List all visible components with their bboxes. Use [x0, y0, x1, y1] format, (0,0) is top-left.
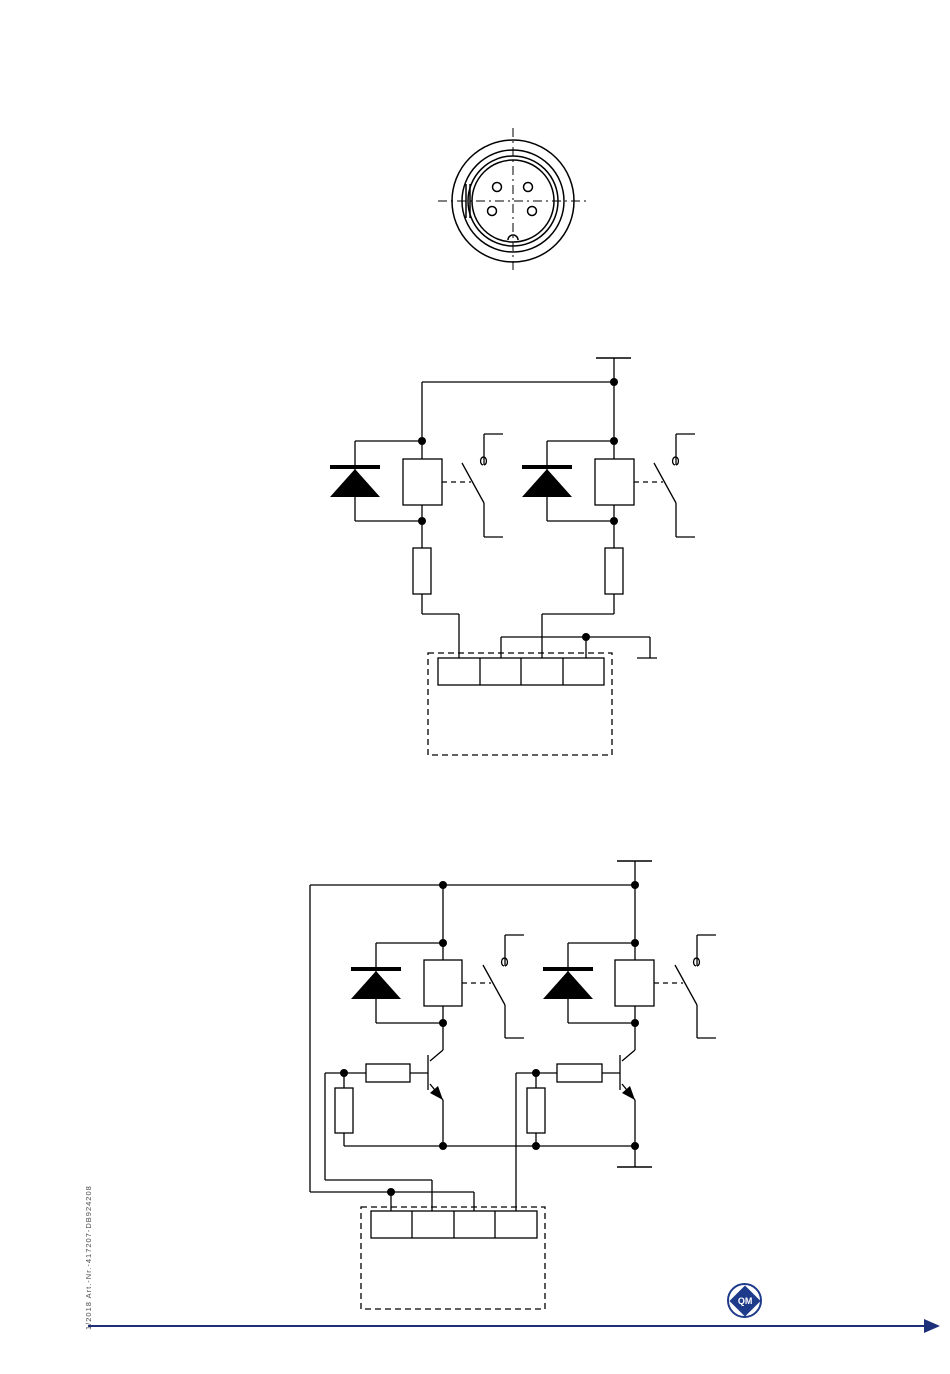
- document-code-label: 1/2018 Art.-Nr.-417207-DB924208: [84, 1185, 93, 1330]
- transistor-circuit-diagram: [310, 861, 716, 1309]
- footer-rule: [88, 1325, 926, 1327]
- relay-circuit-junctions: [418, 378, 618, 641]
- transistor-circuit-junctions: [340, 881, 639, 1196]
- qm-logo-icon: QM: [727, 1283, 762, 1318]
- connector-pinout-icon: [438, 128, 588, 272]
- logo-diamond: QM: [729, 1285, 760, 1316]
- logo-text: QM: [737, 1296, 752, 1306]
- next-page-arrow-icon[interactable]: [924, 1319, 940, 1333]
- relay-circuit-diagram: [355, 358, 695, 755]
- transistor-circuit-diodes: [351, 969, 593, 999]
